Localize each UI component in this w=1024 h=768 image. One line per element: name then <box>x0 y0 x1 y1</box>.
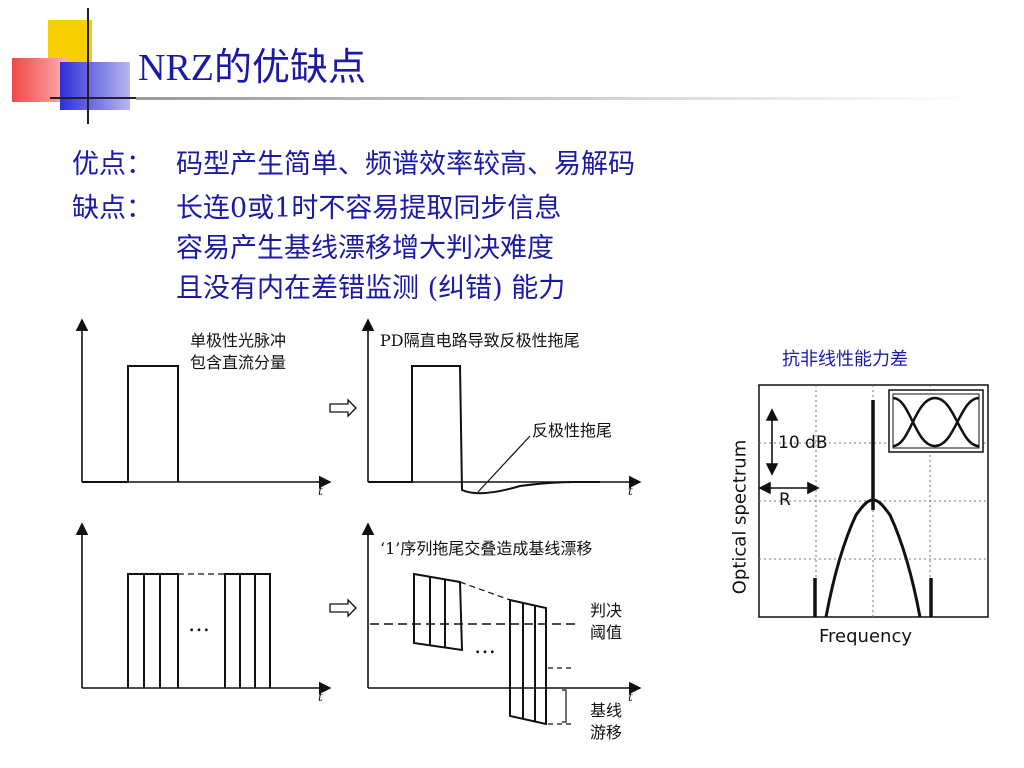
pros-label: 优点： <box>72 149 153 180</box>
t-label-3: t <box>318 690 323 704</box>
panel3-train-right <box>224 573 271 688</box>
tail-label: 反极性拖尾 <box>532 421 613 440</box>
pros-text: 码型产生简单、频谱效率较高、易解码 <box>176 149 635 180</box>
panel2-pulse-with-tail <box>368 365 600 495</box>
cons-text-1: 长连0或1时不容易提取同步信息 <box>176 193 562 224</box>
cons-line-3: 且没有内在差错监测 (纠错) 能力 <box>72 266 565 305</box>
spectrum-ylabel-text: Optical spectrum <box>729 439 751 595</box>
pros-line: 优点： 码型产生简单、频谱效率较高、易解码 <box>72 142 635 181</box>
cons-line-1: 缺点： 长连0或1时不容易提取同步信息 <box>72 186 561 225</box>
deco-red-gradient <box>12 58 68 102</box>
panel1-pulse <box>82 365 179 483</box>
cons-text-3: 且没有内在差错监测 (纠错) 能力 <box>176 273 566 304</box>
spectrum-note: 抗非线性能力差 <box>782 349 908 370</box>
tail-pointer <box>477 435 531 493</box>
panel3-train-left <box>127 573 179 688</box>
arrow-right-icon <box>329 598 357 618</box>
panel-pulse-train <box>75 522 332 695</box>
cons-text-2: 容易产生基线漂移增大判决难度 <box>176 233 554 264</box>
ellipsis-left: … <box>188 612 210 637</box>
wander-label-2: 游移 <box>590 723 623 742</box>
t-label-2: t <box>628 484 633 498</box>
cons-label: 缺点： <box>72 193 153 224</box>
panel-unipolar-pulse <box>75 318 332 489</box>
t-label-1: t <box>318 484 323 498</box>
pd-label: PD隔直电路导致反极性拖尾 <box>380 331 580 350</box>
wander-label-1: 基线 <box>590 701 623 720</box>
panel-baseline-wander <box>361 522 642 726</box>
unipolar-label-2: 包含直流分量 <box>190 353 287 372</box>
title-underline <box>136 97 976 100</box>
spectrum-annotations <box>758 408 820 495</box>
eye-diagram-inset <box>888 389 984 453</box>
t-label-4: t <box>628 690 633 704</box>
db-label: 10 dB <box>778 433 828 453</box>
panel-pd-tail <box>361 318 642 495</box>
threshold-label-1: 判决 <box>590 601 623 620</box>
panel4-train-right <box>509 598 547 726</box>
slide-title: NRZ的优缺点 <box>138 47 367 89</box>
ellipsis-right: … <box>474 634 496 659</box>
deco-blue-gradient <box>60 62 130 110</box>
r-label: R <box>779 490 791 510</box>
spectrum-curve <box>813 400 933 618</box>
unipolar-label-1: 单极性光脉冲 <box>190 331 287 350</box>
arrow-right-icon <box>329 398 357 418</box>
sequence-label: ‘1’序列拖尾交叠造成基线漂移 <box>380 539 593 558</box>
wander-bracket <box>562 689 567 723</box>
cons-line-2: 容易产生基线漂移增大判决难度 <box>72 226 554 265</box>
spectrum-xlabel: Frequency <box>819 626 912 647</box>
threshold-label-2: 阈值 <box>590 623 623 642</box>
